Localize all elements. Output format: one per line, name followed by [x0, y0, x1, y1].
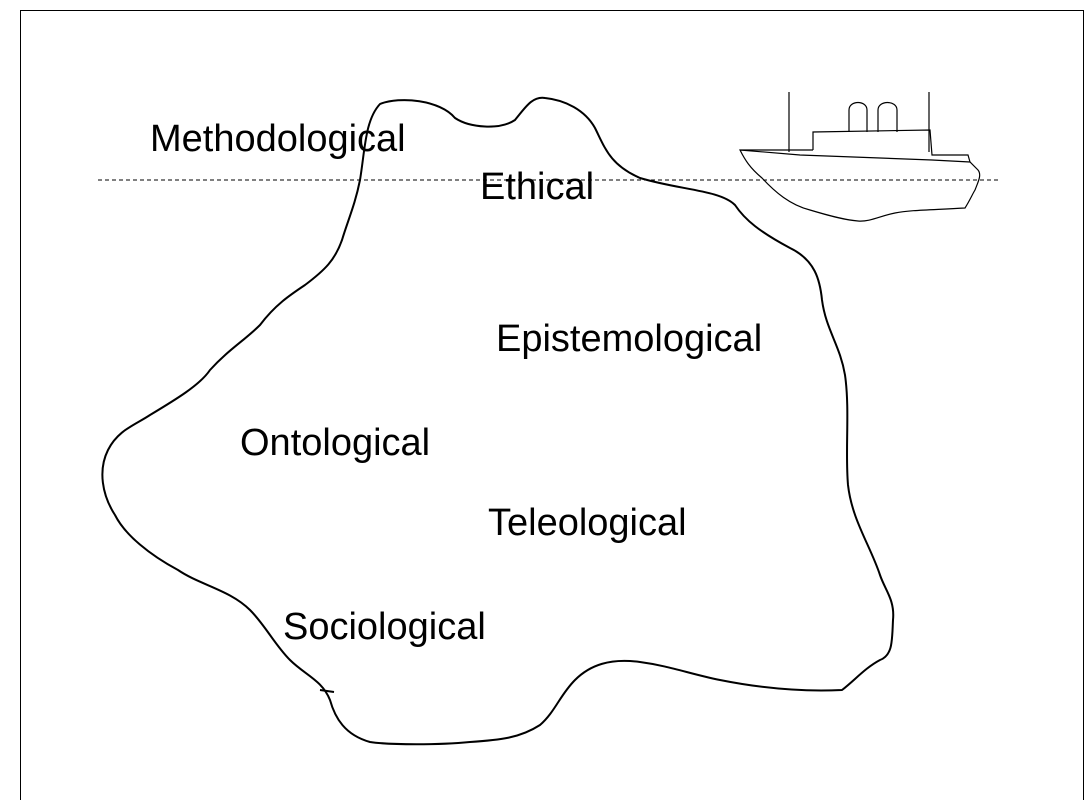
iceberg-tail	[319, 689, 335, 693]
iceberg-outline	[101, 96, 895, 746]
label-ontological: Ontological	[240, 422, 431, 464]
label-teleological: Teleological	[488, 502, 687, 544]
label-sociological: Sociological	[283, 606, 486, 648]
label-ethical: Ethical	[480, 166, 595, 208]
ship-icon	[738, 92, 981, 222]
label-epistemological: Epistemological	[496, 318, 763, 360]
label-methodological: Methodological	[150, 118, 406, 160]
